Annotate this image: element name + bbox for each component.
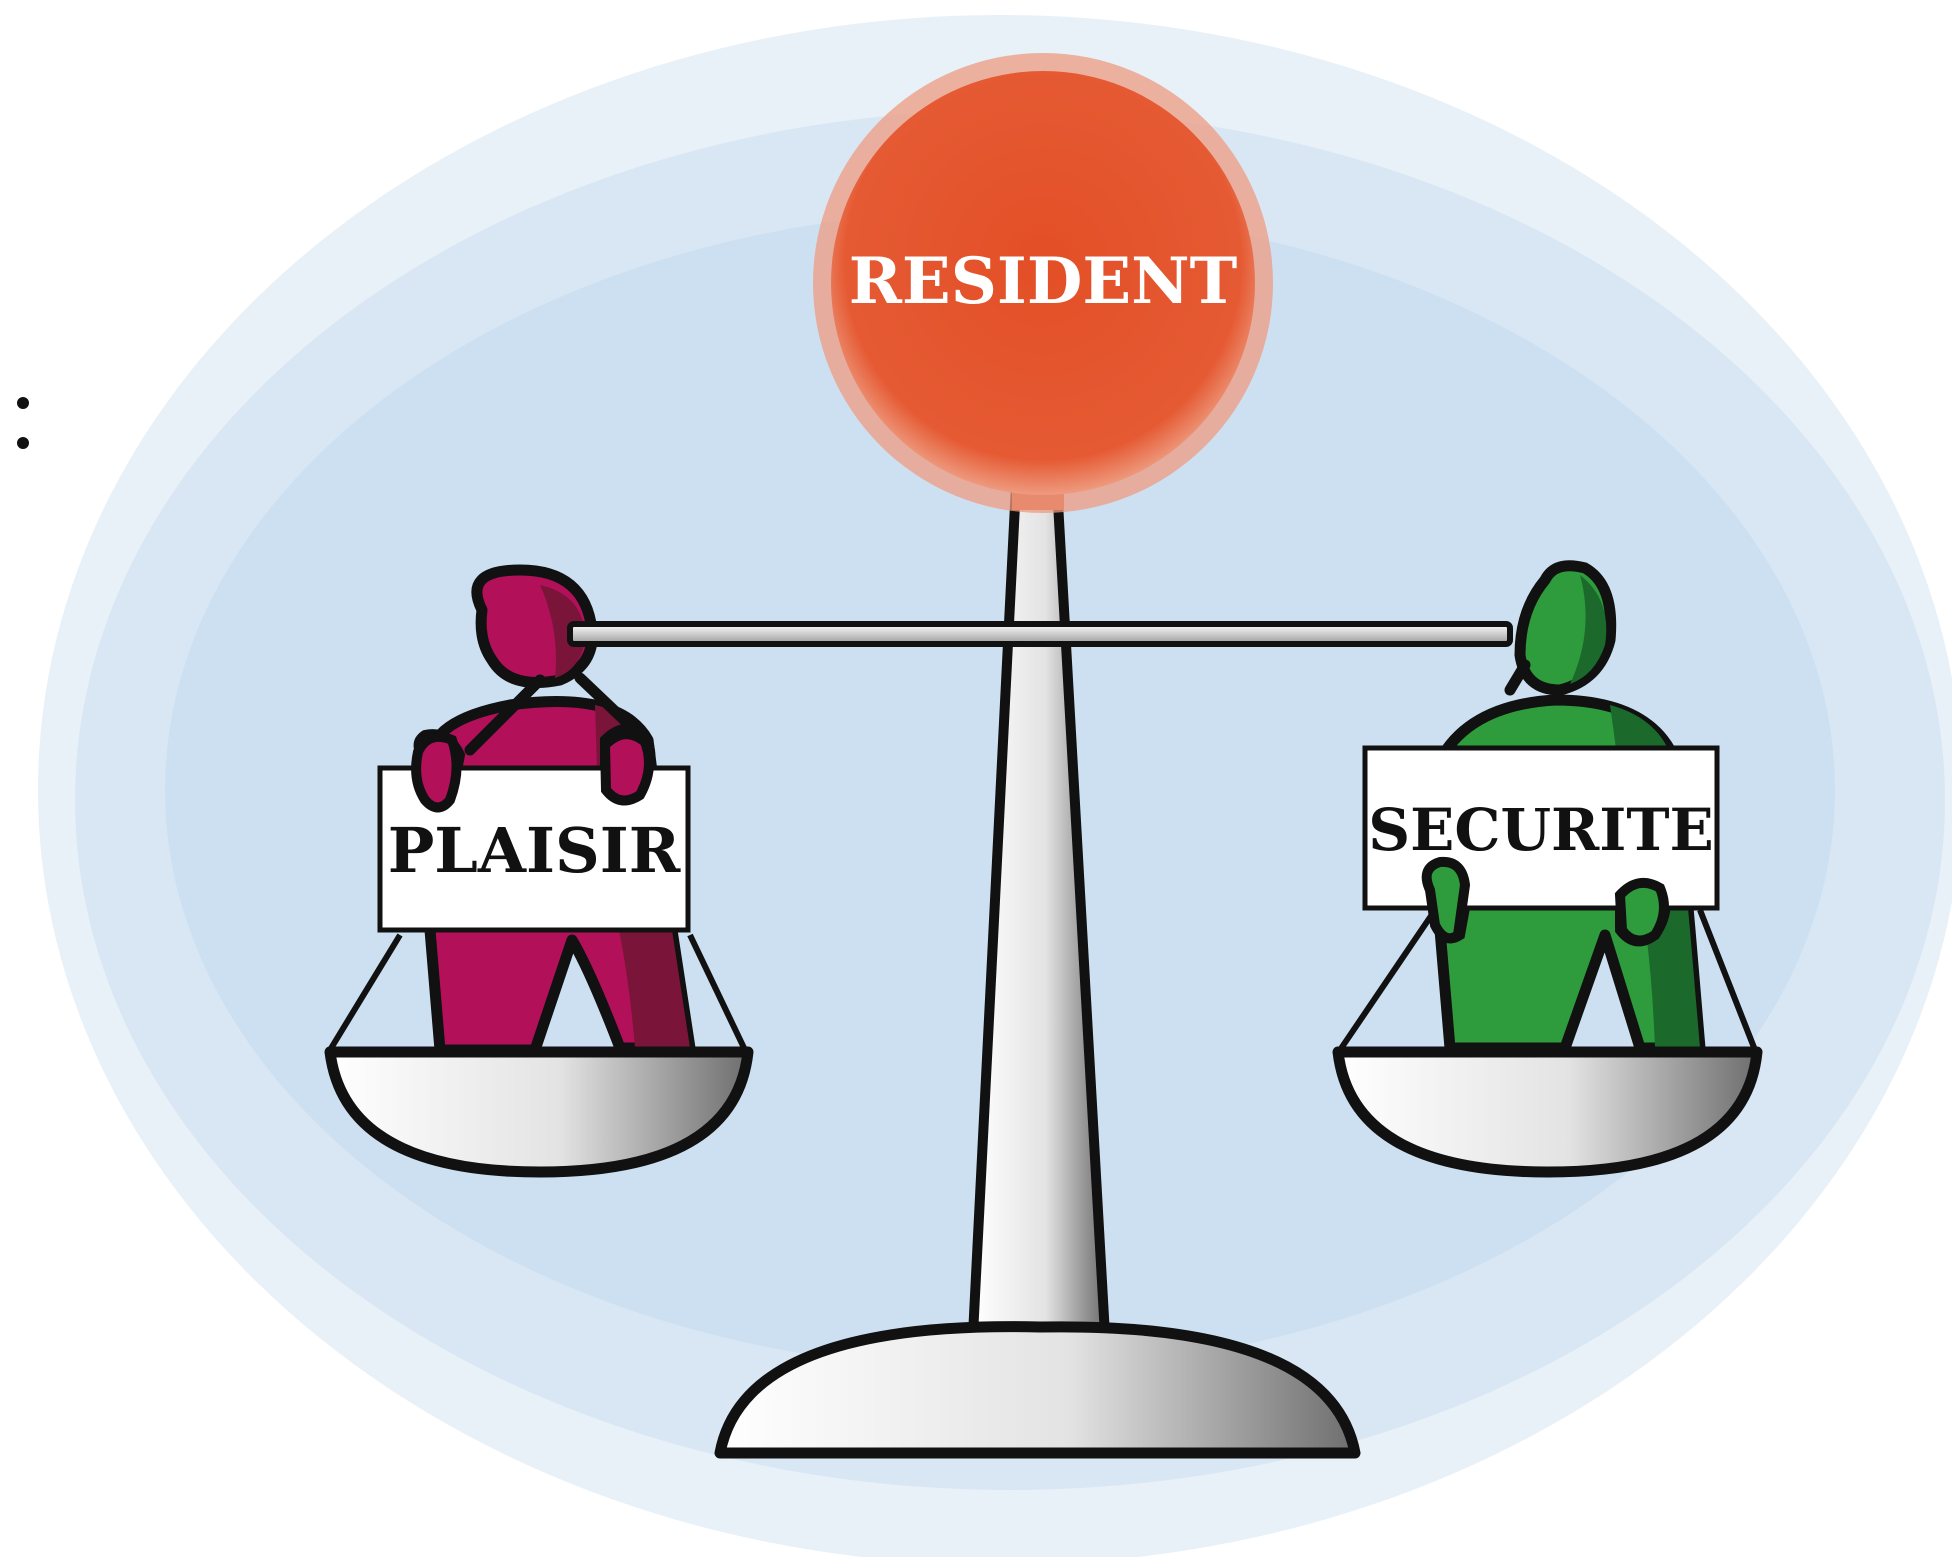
left-scale-pan (324, 933, 754, 1178)
right-sign: SECURITE (1362, 745, 1720, 911)
left-figure-hand-over-sign-right (599, 729, 654, 806)
right-figure-hand-under-sign-right (1614, 877, 1669, 946)
right-figure-head-shade (1570, 575, 1607, 684)
left-sign-label: PLAISIR (388, 814, 681, 887)
right-sign-label: SECURITE (1368, 796, 1714, 864)
scale-beam (567, 621, 1513, 647)
bullet-icon (17, 397, 29, 409)
bullet-icon (17, 437, 29, 449)
left-figure-head-shade (540, 585, 585, 678)
right-figure-arm (1504, 659, 1531, 696)
center-circle (831, 71, 1255, 495)
center-label: RESIDENT (849, 244, 1238, 319)
right-scale-pan (1332, 908, 1763, 1178)
left-figure-hand-over-sign (411, 732, 462, 813)
right-figure-hand-under-sign-left (1421, 856, 1471, 944)
scale-base (714, 1321, 1361, 1459)
